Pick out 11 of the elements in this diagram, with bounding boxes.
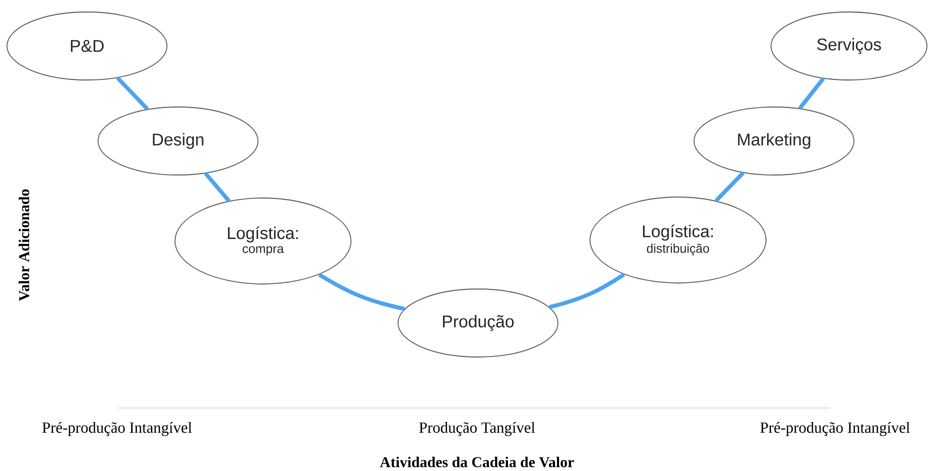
category-label: Produção Tangível (419, 422, 535, 436)
connector-line (548, 272, 626, 310)
connector-line (318, 272, 406, 311)
connector-line (798, 77, 825, 110)
connector-line (204, 172, 230, 202)
category-label: Pré-produção Intangível (42, 422, 192, 436)
connector-line (714, 171, 745, 202)
axis-label: Valor Adicionado (18, 189, 30, 302)
connector-line (116, 76, 149, 110)
axis-label: Atividades da Cadeia de Valor (380, 456, 574, 468)
category-label: Pré-produção Intangível (760, 422, 910, 436)
